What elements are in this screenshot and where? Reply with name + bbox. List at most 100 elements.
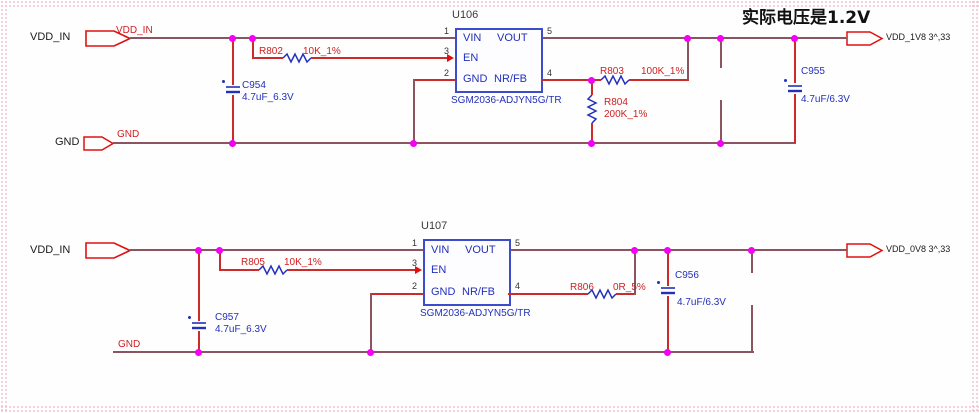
c956-polarity-mark — [657, 281, 660, 284]
port-vdd-0v8-out[interactable] — [846, 243, 884, 258]
chip-u107[interactable] — [423, 239, 511, 306]
u106-pinnum-4: 4 — [547, 68, 553, 78]
junction — [664, 247, 671, 254]
u106-pin-nrfb: NR/FB — [494, 73, 527, 85]
u107-pinnum-4: 4 — [515, 281, 521, 291]
wire-vddin-rail-bottom — [130, 249, 423, 251]
c957-value: 4.7uF_6.3V — [215, 324, 267, 335]
port-gnd-top[interactable] — [83, 136, 115, 151]
u107-pin-nrfb: NR/FB — [462, 286, 495, 298]
r803-value: 100K_1% — [641, 66, 685, 77]
u106-part: SGM2036-ADJYN5G/TR — [451, 95, 562, 106]
r805-value: 10K_1% — [284, 257, 322, 268]
wire-vddin-rail-top — [130, 37, 455, 39]
junction — [195, 247, 202, 254]
port-vdd-1v8-out[interactable] — [846, 31, 884, 46]
wire-u107-gnd-v — [370, 293, 372, 352]
junction — [791, 35, 798, 42]
c955-ref: C955 — [801, 66, 825, 77]
r802-ref: R802 — [259, 46, 283, 57]
en-arrow-u106 — [447, 54, 454, 62]
c956-value: 4.7uF/6.3V — [677, 297, 726, 308]
resistor-r802[interactable] — [283, 52, 311, 64]
wire-r804-bottom-lead — [591, 123, 593, 143]
wire-r805-drop — [219, 251, 221, 270]
r802-value: 10K_1% — [303, 46, 341, 57]
wire-gnd-rail-top — [113, 142, 796, 144]
c955-polarity-mark — [784, 79, 787, 82]
wire-r806-right — [616, 293, 636, 295]
wire-c956-bottom-lead — [667, 296, 669, 352]
junction — [195, 349, 202, 356]
wire-u106-gnd-h — [413, 79, 455, 81]
c957-ref: C957 — [215, 312, 239, 323]
u107-pin-vout: VOUT — [465, 244, 496, 256]
en-arrow-u107 — [415, 266, 422, 274]
c955-value: 4.7uF/6.3V — [801, 94, 850, 105]
junction — [664, 349, 671, 356]
resistor-r803[interactable] — [601, 74, 629, 86]
port-vdd-in-bottom[interactable] — [85, 242, 132, 259]
r803-ref: R803 — [600, 66, 624, 77]
port-vdd-in-top[interactable] — [85, 30, 132, 47]
u107-pinnum-3: 3 — [412, 258, 418, 268]
junction — [410, 140, 417, 147]
wire-r805-right — [287, 269, 416, 271]
junction — [229, 140, 236, 147]
capacitor-c957[interactable] — [191, 321, 207, 331]
sheet-border-left — [0, 0, 8, 413]
wire-u106-gnd-v — [413, 79, 415, 143]
margin-label-gnd-top: GND — [55, 136, 80, 148]
u107-pinnum-5: 5 — [515, 238, 521, 248]
wire-c955-bottom-lead — [794, 94, 796, 143]
wire-r802-left — [252, 57, 283, 59]
junction — [684, 35, 691, 42]
wire-vout-rail-top — [541, 37, 847, 39]
u106-pinnum-1: 1 — [444, 26, 450, 36]
net-label-gnd-bottom: GND — [118, 339, 141, 350]
capacitor-c956[interactable] — [660, 286, 676, 296]
wire-stub-bottom-lower — [751, 305, 753, 352]
margin-label-vdd-in-bottom: VDD_IN — [30, 244, 71, 256]
wire-r802-right — [311, 57, 448, 59]
wire-stub-top-lower — [720, 100, 722, 143]
u106-pin-gnd: GND — [463, 73, 488, 85]
c954-value: 4.7uF_6.3V — [242, 92, 294, 103]
u106-pin-vin: VIN — [463, 32, 482, 44]
wire-nrfb-u106 — [541, 79, 601, 81]
u107-pinnum-2: 2 — [412, 281, 418, 291]
wire-c956-top-lead — [667, 251, 669, 286]
wire-r805-left — [219, 269, 259, 271]
junction — [588, 77, 595, 84]
resistor-r806[interactable] — [588, 288, 616, 300]
c956-ref: C956 — [675, 270, 699, 281]
u106-pin-vout: VOUT — [497, 32, 528, 44]
junction — [367, 349, 374, 356]
junction — [631, 247, 638, 254]
r804-value: 200K_1% — [604, 109, 648, 120]
resistor-r804[interactable] — [586, 95, 598, 123]
chip-u106[interactable] — [455, 28, 543, 93]
wire-vout-rail-bottom — [508, 249, 847, 251]
wire-stub-bottom-upper — [751, 251, 753, 273]
wire-c955-top-lead — [794, 39, 796, 83]
port-text-vdd-0v8: VDD_0V8 3^,33 — [886, 244, 951, 254]
sheet-border-right — [971, 0, 979, 413]
u106-ref: U106 — [452, 9, 479, 21]
u106-pinnum-3: 3 — [444, 46, 450, 56]
junction — [249, 35, 256, 42]
u107-pin-en: EN — [431, 264, 447, 276]
wire-r803-right — [629, 79, 689, 81]
resistor-r805[interactable] — [259, 264, 287, 276]
capacitor-c955[interactable] — [787, 84, 803, 94]
port-text-vdd-1v8: VDD_1V8 3^,33 — [886, 32, 951, 42]
capacitor-c954[interactable] — [225, 85, 241, 95]
margin-label-vdd-in-top: VDD_IN — [30, 31, 71, 43]
wire-nrfb-u107 — [508, 293, 588, 295]
wire-c957-bottom-lead — [198, 331, 200, 352]
r805-ref: R805 — [241, 257, 265, 268]
wire-r804-top-lead — [591, 81, 593, 95]
u106-pinnum-5: 5 — [547, 26, 553, 36]
sheet-border-bottom — [0, 405, 979, 413]
wire-c954-bottom-lead — [232, 95, 234, 143]
